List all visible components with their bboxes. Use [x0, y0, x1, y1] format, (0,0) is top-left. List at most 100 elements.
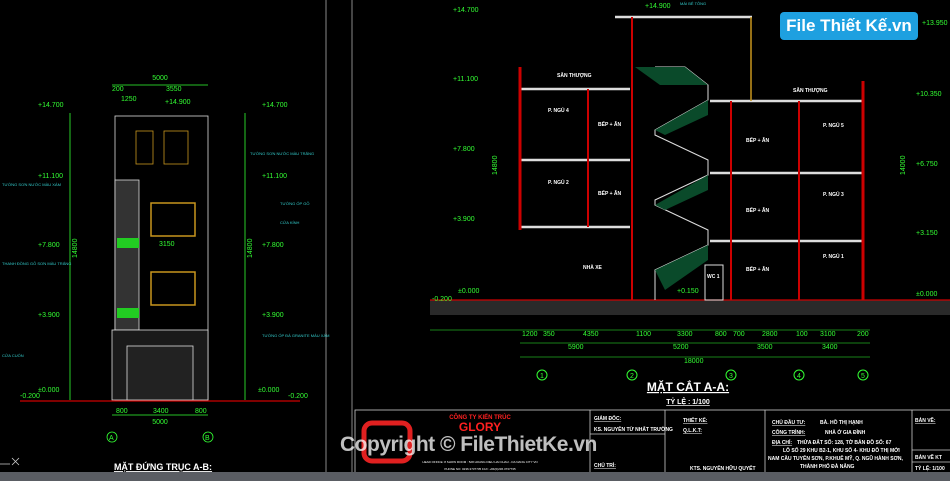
level: ±0.000 — [458, 288, 479, 295]
owner-label: CHỦ ĐẦU TƯ: — [772, 419, 806, 426]
note: TƯỜNG ỐP GỖ — [280, 201, 309, 206]
level: ±0.000 — [38, 387, 59, 394]
level: +6.750 — [916, 161, 938, 168]
note: TƯỜNG ỐP ĐÁ GRANITE MÀU XÁM — [262, 333, 329, 338]
elevation-title: MẶT ĐỨNG TRỤC A-B: — [114, 461, 212, 472]
level: +14.900 — [165, 99, 191, 106]
section-scale: TỶ LỆ : 1/100 — [666, 397, 710, 406]
dim: 700 — [733, 331, 745, 338]
room-label: SÂN THƯỢNG — [557, 72, 592, 79]
drawing-label: BẢN VẼ: — [915, 417, 936, 424]
level: +14.700 — [38, 102, 64, 109]
dim: 3400 — [822, 344, 838, 351]
dim: 5200 — [673, 344, 689, 351]
window — [150, 271, 196, 306]
window — [163, 130, 189, 165]
level: +3.900 — [262, 312, 284, 319]
axis-bubble — [626, 369, 638, 381]
drawing-name: BẢN VẼ KT — [915, 454, 942, 461]
note: THANH ĐỒNG GỖ SƠN MÀU TRẮNG — [2, 261, 71, 266]
level: +11.100 — [262, 173, 287, 180]
ground-hatch — [430, 300, 950, 315]
dim: 3100 — [820, 331, 836, 338]
axis-bubble — [106, 431, 118, 443]
axis-label: B — [205, 435, 210, 442]
level: -0.200 — [288, 393, 308, 400]
window — [150, 202, 196, 237]
ucs-icon — [0, 457, 20, 466]
host-label: CHỦ TRÌ: — [594, 461, 616, 469]
room-label: NHÀ XE — [583, 264, 603, 271]
wc-door — [704, 264, 724, 301]
note: TƯỜNG SƠN NƯỚC MÀU TRẮNG — [250, 151, 314, 156]
axis-label: 5 — [861, 373, 865, 380]
axis-bubble — [202, 431, 214, 443]
level: +10.350 — [916, 91, 942, 98]
drawing-scale: TỶ LỆ: 1/100 — [915, 464, 945, 472]
address-label: ĐỊA CHỈ: — [772, 439, 792, 446]
level: +11.100 — [38, 173, 63, 180]
level: +14.700 — [262, 102, 288, 109]
stair-column — [114, 179, 140, 331]
dim: 3150 — [159, 241, 175, 248]
level: +3.900 — [453, 216, 475, 223]
site-address: THỬA ĐẤT SỐ: 128, TỜ BẢN ĐỒ SỐ: 67 — [797, 438, 892, 446]
roof-label: MÁI BÊ TÔNG — [680, 1, 706, 6]
room-label: P. NGỦ 4 — [548, 107, 569, 114]
dim: 1100 — [636, 331, 651, 338]
planter — [117, 308, 139, 318]
room-label: BẾP + ĂN — [746, 207, 769, 214]
level: +13.950 — [922, 20, 948, 27]
planter — [117, 238, 139, 248]
level: +7.800 — [38, 242, 60, 249]
site-address: LÔ SỐ 29 KHU B2-1, KHU SỐ 4- KHU ĐÔ THỊ … — [783, 446, 900, 454]
company-logo — [361, 420, 413, 464]
note: CỬA CUỐN — [2, 353, 24, 358]
level: +3.150 — [916, 230, 938, 237]
owner: BÀ. HỒ THỊ HẠNH — [820, 419, 863, 426]
room-label: BẾP + ĂN — [598, 190, 621, 197]
level: -0.200 — [20, 393, 40, 400]
axis-label: 3 — [729, 373, 733, 380]
dim: 2800 — [762, 331, 778, 338]
dim-height: 14800 — [72, 238, 79, 258]
room-label: BẾP + ĂN — [746, 266, 769, 273]
site-address: THÀNH PHỐ ĐÀ NẴNG — [800, 463, 855, 470]
elevation-drawing — [20, 84, 300, 443]
level: +14.900 — [645, 3, 671, 10]
copyright-watermark: Copyright © FileThietKe.vn — [340, 433, 597, 456]
dim: 800 — [715, 331, 727, 338]
project: NHÀ Ở GIA ĐÌNH — [825, 428, 866, 436]
dim-width: 5000 — [152, 75, 168, 82]
filethietke-logo: File Thiết Kế.vn — [780, 12, 918, 40]
dim: 3400 — [153, 408, 169, 415]
dim: 3550 — [166, 86, 182, 93]
design-sub: Q.L.K.T: — [683, 428, 702, 434]
dim: 4350 — [583, 331, 599, 338]
room-label: BẾP + ĂN — [598, 121, 621, 128]
dim-height: 14800 — [247, 238, 254, 258]
level: -0.200 — [432, 296, 452, 303]
rolling-door — [126, 345, 194, 401]
axis-label: 4 — [797, 373, 801, 380]
axis-bubble — [793, 369, 805, 381]
axis-bubble — [857, 369, 869, 381]
dim-height: 14800 — [492, 155, 499, 175]
dim: 3500 — [757, 344, 773, 351]
room-label: P. NGỦ 5 — [823, 122, 844, 129]
section-title: MẶT CẮT A-A: — [647, 379, 729, 394]
dim: 5000 — [152, 419, 168, 426]
room-label: SÂN THƯỢNG — [793, 87, 828, 94]
level: ±0.000 — [916, 291, 937, 298]
dim: 800 — [195, 408, 207, 415]
project-label: CÔNG TRÌNH: — [772, 428, 806, 436]
site-address: NAM CẦU TUYÊN SƠN, P.KHUÊ MỸ, Q. NGŨ HÀN… — [768, 454, 903, 462]
designer-name: KTS. NGUYỄN HỮU QUYẾT — [690, 465, 756, 472]
dim: 200 — [112, 86, 124, 93]
dim-height: 14000 — [900, 155, 907, 175]
room-label: BẾP + ĂN — [746, 137, 769, 144]
level: +14.700 — [453, 7, 479, 14]
dim: 1250 — [121, 96, 137, 103]
note: CỬA KÍNH — [280, 220, 300, 225]
